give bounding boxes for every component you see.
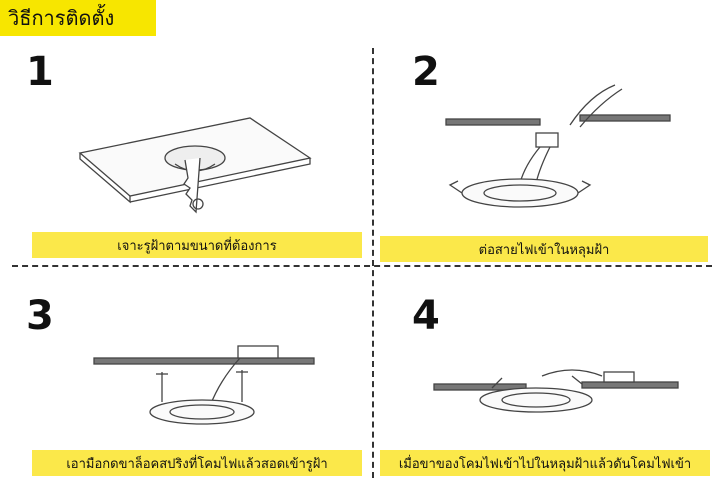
step-2-number: 2 <box>412 49 440 95</box>
step-4-number: 4 <box>412 293 440 339</box>
step-1-number: 1 <box>26 49 54 95</box>
horizontal-divider <box>12 265 712 267</box>
page-title: วิธีการติดตั้ง <box>0 0 156 36</box>
step-3-number: 3 <box>26 293 54 339</box>
step-3-caption: เอามือกดขาล็อคสปริงที่โคมไฟแล้วสอดเข้ารู… <box>32 450 362 476</box>
step-4-illustration <box>433 369 679 413</box>
step-1-caption: เจาะรูฝ้าตามขนาดที่ต้องการ <box>32 232 362 258</box>
step-2-illustration <box>445 84 671 208</box>
step-3-illustration <box>93 345 315 425</box>
step-4-caption: เมื่อขาของโคมไฟเข้าไปในหลุมฝ้าแล้วดันโคม… <box>380 450 710 476</box>
step-1-illustration <box>78 117 312 214</box>
step-2-caption: ต่อสายไฟเข้าในหลุมฝ้า <box>380 236 708 262</box>
vertical-divider <box>372 48 374 478</box>
